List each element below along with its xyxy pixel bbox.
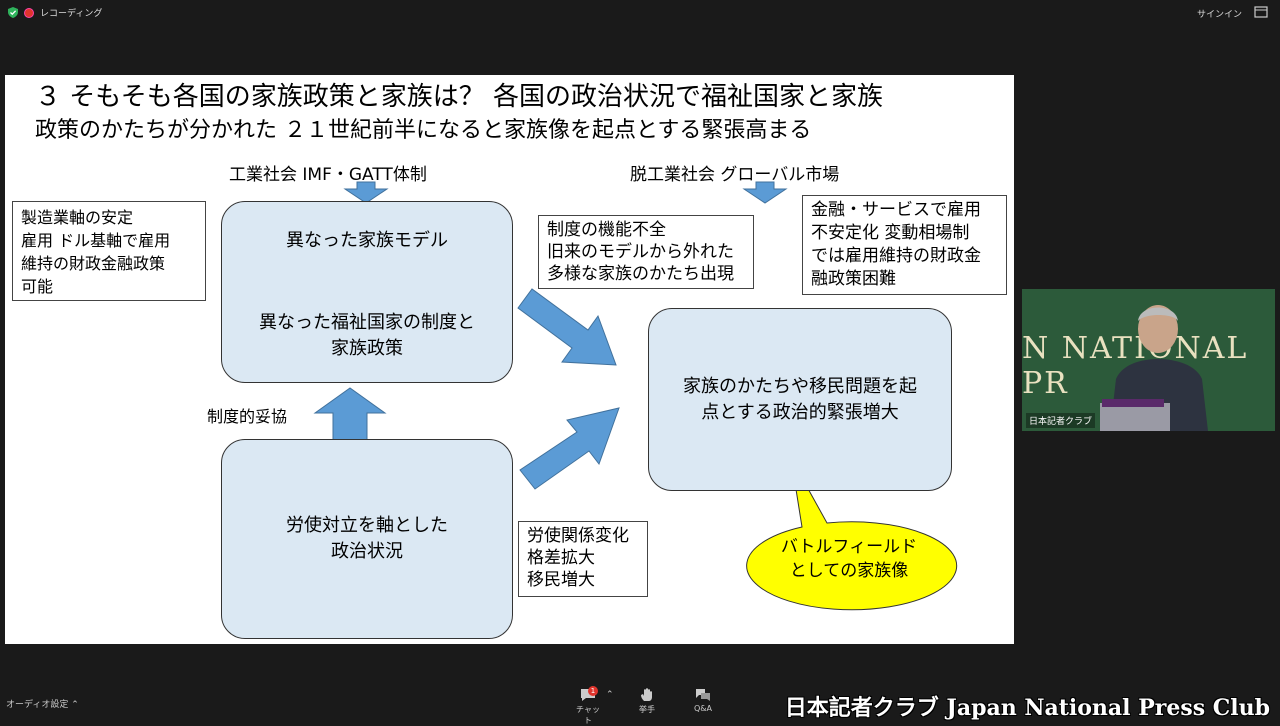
recording-indicator: レコーディング <box>8 6 102 19</box>
shield-check-icon <box>8 7 18 18</box>
text-line: 旧来のモデルから外れた <box>547 242 734 262</box>
qa-label: Q&A <box>693 704 712 713</box>
text-line: 雇用 ドル基軸で雇用 <box>21 231 171 250</box>
battlefield-callout-text: バトルフィールド としての家族像 <box>747 535 951 583</box>
signin-button[interactable]: サインイン <box>1196 10 1242 20</box>
label-postindustrial-society: 脱工業社会 グローバル市場 <box>630 165 840 185</box>
arrow-down-right <box>742 181 788 204</box>
recording-label: レコーディング <box>40 9 103 19</box>
bottom-toolbar: オーディオ設定 ⌃ 1 チャット ⌃ 挙手 Q&A 日本記者クラブ Japan … <box>0 680 1280 725</box>
chat-button[interactable]: 1 チャット <box>573 686 603 726</box>
audio-settings-button[interactable]: オーディオ設定 ⌃ <box>6 697 79 710</box>
qa-icon <box>696 689 710 701</box>
shared-slide: ３ そもそも各国の家族政策と家族は？ 各国の政治状況で福祉国家と家族 政策のかた… <box>5 75 1014 644</box>
slide-title-line2: 政策のかたちが分かれた ２１世紀前半になると家族像を起点とする緊張高まる <box>35 118 812 143</box>
fullscreen-icon[interactable] <box>1254 6 1268 18</box>
box-finance-services: 金融・サービスで雇用 不安定化 変動相場制 では雇用維持の財政金 融政策困難 <box>802 195 1007 295</box>
text-line: 制度の機能不全 <box>547 220 666 240</box>
top-bar: レコーディング サインイン <box>0 0 1280 28</box>
labor-conflict-line1: 労使対立を軸とした <box>286 515 448 536</box>
raise-hand-button[interactable]: 挙手 <box>632 688 662 715</box>
family-model-text: 異なった家族モデル <box>286 230 448 251</box>
box-stable-manufacturing: 製造業軸の安定 雇用 ドル基軸で雇用 維持の財政金融政策 可能 <box>12 201 206 301</box>
text-line: 金融・サービスで雇用 <box>811 200 981 220</box>
text-line: では雇用維持の財政金 <box>811 246 981 266</box>
chat-options-chevron-icon[interactable]: ⌃ <box>606 690 614 700</box>
tension-line1: 家族のかたちや移民問題を起 <box>683 375 917 397</box>
text-line: 移民増大 <box>527 570 595 590</box>
chat-label: チャット <box>576 705 600 725</box>
box-labor-relations-change: 労使関係変化 格差拡大 移民増大 <box>518 521 648 597</box>
welfare-state-line2: 家族政策 <box>331 338 403 359</box>
jnpc-watermark: 日本記者クラブ Japan National Press Club <box>784 695 1270 721</box>
hand-icon <box>641 688 652 701</box>
slide-title-line1: ３ そもそも各国の家族政策と家族は？ 各国の政治状況で福祉国家と家族 <box>35 82 884 112</box>
text-line: 製造業軸の安定 <box>21 208 134 227</box>
labor-conflict-line2: 政治状況 <box>331 541 403 562</box>
arrow-down-left <box>343 181 389 204</box>
tension-line2: 点とする政治的緊張増大 <box>701 401 899 423</box>
speaker-figure <box>1100 305 1208 431</box>
label-institutional-compromise: 制度的妥協 <box>207 407 288 426</box>
raise-hand-label: 挙手 <box>639 705 655 714</box>
text-line: 融政策困難 <box>811 269 896 289</box>
arrow-diagonal-up <box>519 407 620 490</box>
qa-button[interactable]: Q&A <box>688 688 718 713</box>
text-line: 可能 <box>21 277 54 296</box>
arrow-diagonal-down <box>517 288 617 366</box>
label-industrial-society: 工業社会 IMF・GATT体制 <box>229 165 427 185</box>
battlefield-line1: バトルフィールド <box>780 537 918 557</box>
text-line: 格差拡大 <box>527 548 595 568</box>
text-line: 労使関係変化 <box>527 526 629 546</box>
box-welfare-family-model: 異なった家族モデル 異なった福祉国家の制度と 家族政策 <box>221 201 513 383</box>
text-line: 多様な家族のかたち出現 <box>547 264 734 284</box>
battlefield-line2: としての家族像 <box>789 561 909 581</box>
video-caption: 日本記者クラブ <box>1026 413 1096 428</box>
video-banner-text: N NATIONAL PR <box>1022 331 1249 401</box>
box-labor-conflict: 労使対立を軸とした 政治状況 <box>221 439 513 639</box>
text-line: 維持の財政金融政策 <box>21 254 166 273</box>
box-institutional-dysfunction: 制度の機能不全 旧来のモデルから外れた 多様な家族のかたち出現 <box>538 215 754 289</box>
chat-badge: 1 <box>588 686 598 696</box>
speaker-video[interactable]: N NATIONAL PR 日本記者クラブ <box>1022 289 1275 431</box>
audio-settings-label: オーディオ設定 <box>6 700 69 710</box>
chevron-up-icon: ⌃ <box>71 700 79 710</box>
box-political-tension: 家族のかたちや移民問題を起 点とする政治的緊張増大 <box>648 308 952 491</box>
record-dot-icon <box>24 7 34 18</box>
welfare-state-line1: 異なった福祉国家の制度と <box>259 312 475 333</box>
arrow-up-big <box>313 387 387 442</box>
text-line: 不安定化 変動相場制 <box>811 223 970 243</box>
battlefield-callout-shape <box>746 457 958 611</box>
